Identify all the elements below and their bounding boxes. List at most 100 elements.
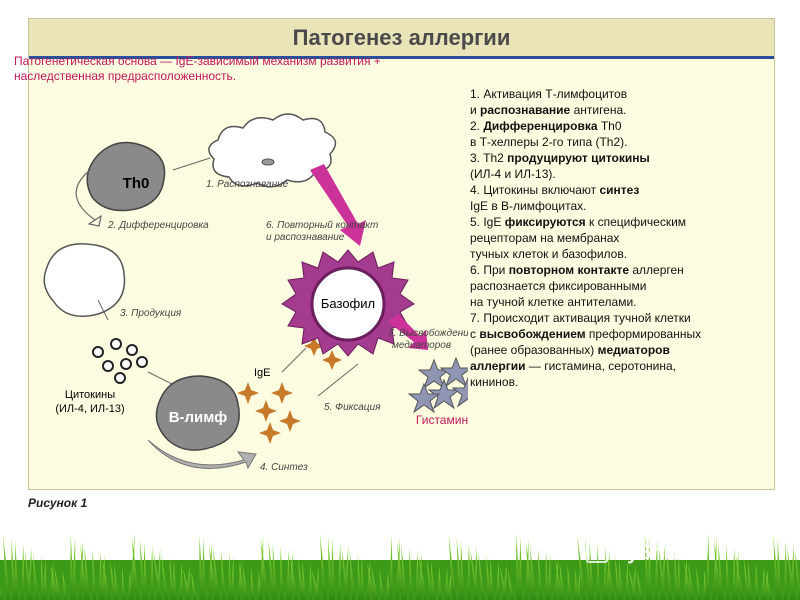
grass-blade — [331, 539, 336, 600]
grass-blade — [98, 552, 103, 600]
th0-label: Th0 — [123, 175, 150, 192]
step-text: 2. — [470, 119, 484, 133]
grass-blade — [448, 534, 457, 600]
recognition-label: 1. Распознавание — [206, 179, 289, 190]
production-arrow — [97, 299, 109, 321]
grass-blade — [121, 567, 126, 600]
synthesis-arrow — [147, 439, 257, 470]
grass-blade — [191, 572, 198, 600]
step-line: 2. Дифференцировка Th0 — [470, 118, 760, 134]
grass-blade — [242, 565, 249, 600]
grass-blade — [360, 557, 364, 600]
grass-blade — [207, 541, 212, 600]
step-line: распознается фиксированными — [470, 278, 760, 294]
grass-blade — [495, 561, 500, 600]
grass-blade — [201, 538, 206, 600]
grass-blade — [62, 571, 68, 600]
step-line: 7. Происходит активация тучной клетки — [470, 310, 760, 326]
b-lymph-label: В-лимф — [169, 409, 228, 426]
step-text: 7. Происходит активация тучной клетки — [470, 311, 691, 325]
grass-blade — [349, 551, 356, 600]
step-text: IgE в В-лимфоцитах. — [470, 199, 587, 213]
step-line: 4. Цитокины включают синтез — [470, 182, 760, 198]
grass-blade — [409, 547, 414, 600]
step-text: антигена. — [570, 103, 627, 117]
grass-blade — [508, 570, 515, 600]
step-line: с высвобождением преформированных — [470, 326, 760, 342]
grass-blade — [747, 560, 753, 600]
grass-blade — [371, 566, 379, 600]
grass-blade — [337, 542, 342, 600]
grass-blade — [682, 558, 687, 600]
grass-blade — [417, 553, 422, 600]
step-text: 3. Th2 — [470, 151, 508, 165]
th0-cell — [86, 141, 166, 212]
grass-blade — [341, 548, 350, 600]
grass-blade — [279, 546, 284, 600]
step-line: на тучной клетке антителами. — [470, 294, 760, 310]
repeat-label-line2: и распознавание — [266, 232, 345, 243]
grass-blade — [553, 557, 559, 600]
grass-blade — [43, 559, 48, 600]
grass-blade — [49, 562, 54, 600]
step-line: аллергии — гистамина, серотонина, — [470, 358, 760, 374]
histamine-label: Гистамин — [416, 413, 468, 427]
histamine-particles — [407, 356, 468, 414]
grass-blade — [726, 545, 731, 600]
fixation-arrow — [317, 363, 359, 397]
step-line: 3. Th2 продуцируют цитокины — [470, 150, 760, 166]
grass-blade — [438, 565, 443, 600]
grass-blade — [763, 569, 769, 600]
grass-blade — [32, 553, 39, 600]
step-text: высвобождением — [479, 327, 586, 341]
grass-blade — [537, 548, 543, 600]
grass-blade — [547, 554, 552, 600]
grass-blade — [161, 554, 169, 600]
grass-blade — [288, 552, 293, 600]
step-text: кининов. — [470, 375, 519, 389]
step-text: аллергии — [470, 359, 526, 373]
grass-blade — [236, 559, 242, 600]
release-label-line2: медиаторов — [392, 340, 451, 351]
repeat-contact-arrow — [310, 164, 366, 246]
step-line: IgE в В-лимфоцитах. — [470, 198, 760, 214]
basophil-cell — [310, 266, 386, 342]
step-text: Th0 — [597, 119, 622, 133]
release-arrow — [388, 314, 428, 350]
grass-blade — [260, 537, 270, 600]
grass-blade — [84, 546, 91, 600]
grass-blade — [290, 555, 299, 600]
step-line: тучных клеток и базофилов. — [470, 246, 760, 262]
cytokine-particles — [92, 338, 148, 384]
step-line: рецепторам на мембранах — [470, 230, 760, 246]
differentiation-label: 2. Дифференцировка — [107, 219, 209, 231]
grass-blade — [418, 556, 428, 600]
grass-blade — [619, 559, 624, 600]
grass-blade — [658, 546, 667, 600]
grass-blade — [676, 555, 681, 600]
grass-blade — [446, 571, 452, 600]
grass-blade — [401, 544, 408, 600]
step-text: к специфическим — [585, 215, 687, 229]
grass-blade — [777, 538, 782, 600]
grass-blade — [20, 544, 25, 600]
grass-blade — [718, 542, 724, 600]
step-line: 5. IgE фиксируются к специфическим — [470, 214, 760, 230]
grass-blade — [470, 549, 480, 600]
grass-decoration — [0, 533, 800, 600]
step-text: повторном контакте — [508, 263, 630, 277]
grass-blade — [72, 537, 76, 600]
grass-blade — [628, 568, 638, 600]
step-text: 1. Активация Т-лимфоцитов — [470, 87, 628, 101]
grass-blade — [431, 562, 436, 600]
grass-blade — [178, 563, 183, 600]
step-line: (ИЛ-4 и ИЛ-13). — [470, 166, 760, 182]
step-text: распознается фиксированными — [470, 279, 647, 293]
grass-blade — [11, 538, 17, 600]
grass-blade — [302, 561, 307, 600]
grass-blade — [606, 553, 615, 600]
step-text: преформированных — [585, 327, 702, 341]
grass-blade — [787, 547, 796, 600]
cytokines-label-line2: (ИЛ-4, ИЛ-13) — [55, 403, 124, 415]
